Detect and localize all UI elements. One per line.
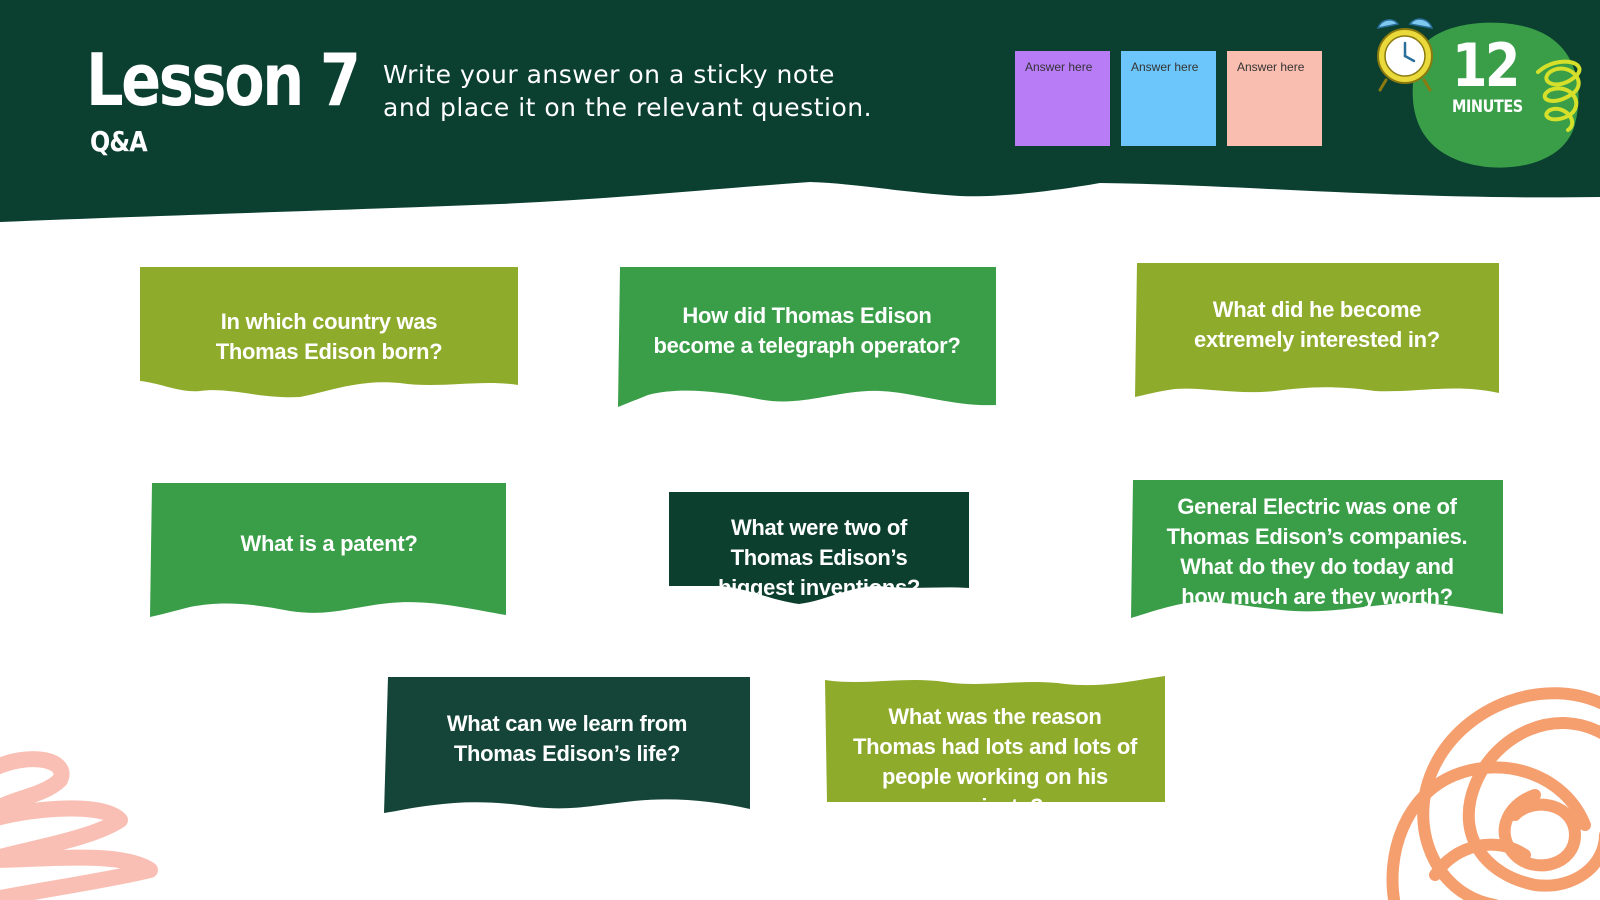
question-text: What is a patent? [240, 531, 418, 556]
question-card-4[interactable]: What is a patent? [150, 483, 508, 617]
orange-scribble-doodle [1386, 687, 1600, 900]
pink-scribble-doodle [0, 751, 158, 900]
question-card-6[interactable]: General Electric was one of Thomas Ediso… [1131, 480, 1503, 620]
sticky-note-peach[interactable]: Answer here [1227, 51, 1322, 146]
card-background [1135, 263, 1499, 397]
question-text: What can we learn from Thomas Edison’s l… [446, 711, 688, 766]
lesson-subtitle: Q&A [90, 125, 148, 158]
question-card-7[interactable]: What can we learn from Thomas Edison’s l… [384, 677, 750, 813]
card-background [384, 677, 750, 813]
card-background [140, 267, 518, 398]
sticky-note-label: Answer here [1131, 60, 1199, 74]
instruction-line-1: Write your answer on a sticky note [383, 60, 835, 89]
question-text: In which country was Thomas Edison born? [215, 309, 443, 364]
question-text: General Electric was one of Thomas Ediso… [1166, 494, 1468, 609]
card-background [1131, 480, 1503, 618]
card-background [618, 267, 996, 407]
question-card-2[interactable]: How did Thomas Edison become a telegraph… [618, 267, 996, 409]
alarm-clock-icon [1376, 18, 1434, 92]
question-text: What were two of Thomas Edison’s biggest… [717, 515, 921, 600]
card-background [669, 492, 969, 604]
question-card-5[interactable]: What were two of Thomas Edison’s biggest… [669, 492, 969, 608]
question-card-3[interactable]: What did he become extremely interested … [1135, 263, 1499, 399]
question-text: What did he become extremely interested … [1194, 297, 1440, 352]
sticky-note-blue[interactable]: Answer here [1121, 51, 1216, 146]
question-card-1[interactable]: In which country was Thomas Edison born? [140, 267, 518, 412]
sticky-note-label: Answer here [1025, 60, 1093, 74]
spring-doodle [1536, 59, 1582, 132]
card-background [825, 676, 1165, 802]
instruction-text: Write your answer on a sticky note and p… [383, 58, 943, 124]
card-background [150, 483, 506, 617]
lesson-title: Lesson 7 [86, 38, 361, 122]
sticky-note-purple[interactable]: Answer here [1015, 51, 1110, 146]
question-text: What was the reason Thomas had lots and … [852, 704, 1138, 819]
question-card-8[interactable]: What was the reason Thomas had lots and … [825, 676, 1165, 819]
question-text: How did Thomas Edison become a telegraph… [653, 303, 961, 358]
timer-badge [1412, 22, 1579, 168]
instruction-line-2: and place it on the relevant question. [383, 93, 873, 122]
timer-minutes: 12 [1452, 31, 1520, 101]
sticky-note-label: Answer here [1237, 60, 1305, 74]
timer-unit: MINUTES [1452, 97, 1523, 117]
